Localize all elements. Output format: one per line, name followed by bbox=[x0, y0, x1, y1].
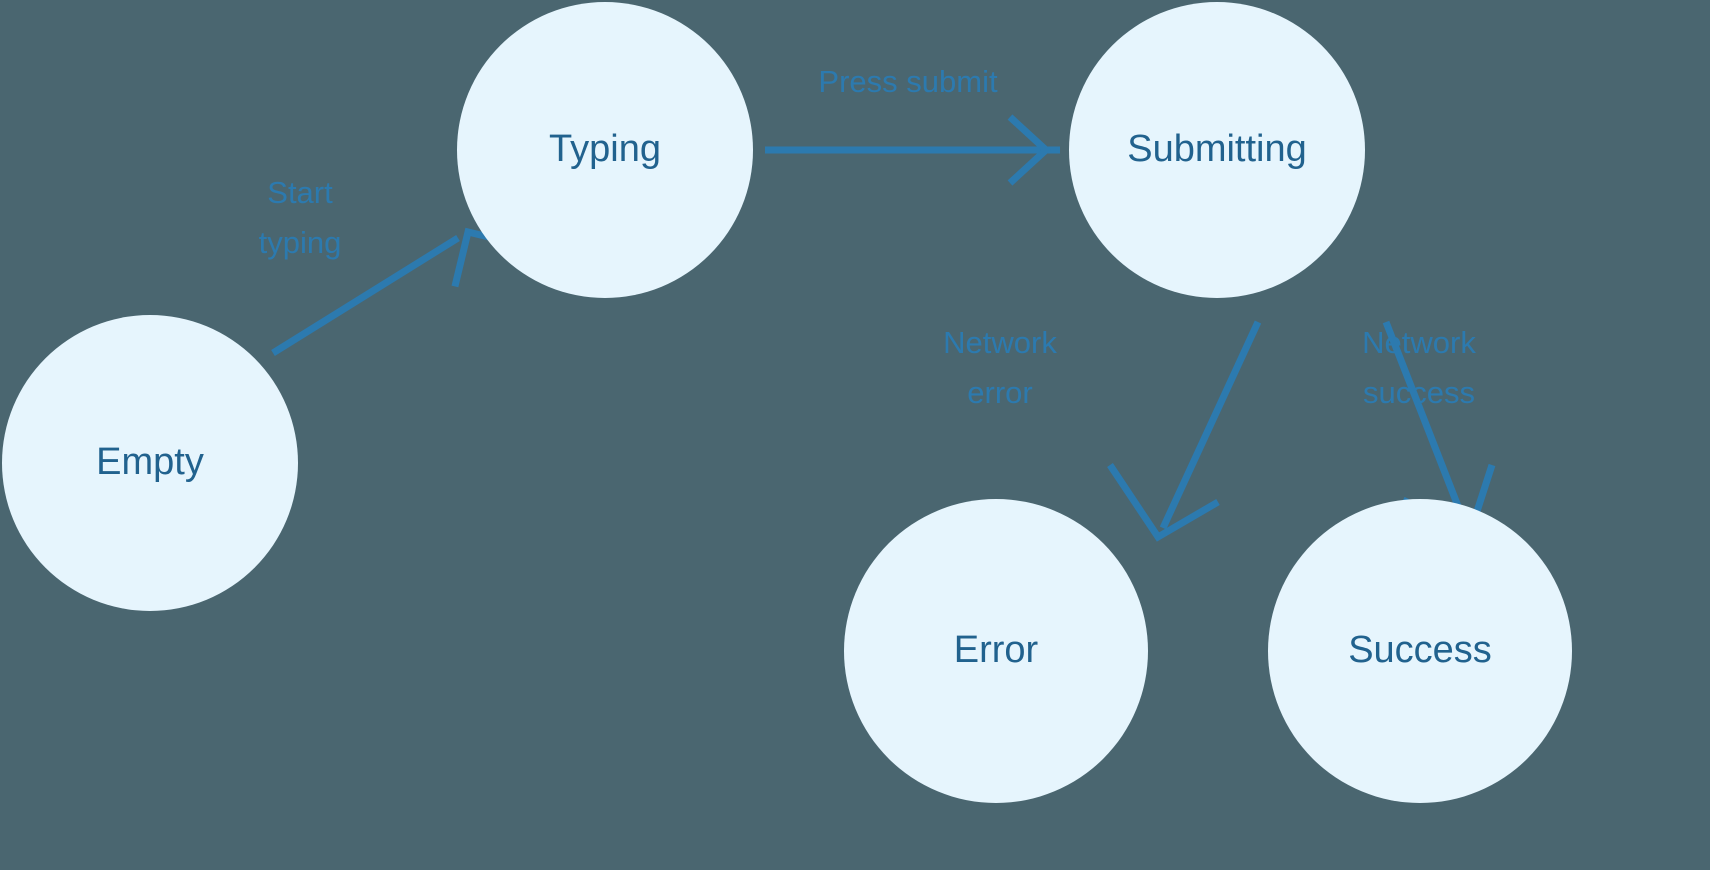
edge-line-network-success bbox=[1382, 320, 1469, 526]
arrowhead-network-error bbox=[1107, 463, 1220, 542]
state-node-empty[interactable]: Empty bbox=[2, 315, 298, 611]
state-label-typing: Typing bbox=[549, 128, 661, 170]
edge-line-start-typing bbox=[271, 235, 460, 356]
state-node-success[interactable]: Success bbox=[1268, 499, 1572, 803]
edge-label-press-submit: Press submit bbox=[818, 64, 998, 99]
arrowhead-press-submit bbox=[1007, 114, 1052, 186]
edge-label-line: Network bbox=[1362, 325, 1476, 360]
state-circle-error[interactable] bbox=[844, 499, 1148, 803]
state-circle-success[interactable] bbox=[1268, 499, 1572, 803]
state-node-typing[interactable]: Typing bbox=[457, 2, 753, 298]
edge-typing-to-submitting bbox=[765, 114, 1060, 186]
edge-label-network-error: Network error bbox=[943, 325, 1057, 410]
state-node-submitting[interactable]: Submitting bbox=[1069, 2, 1365, 298]
edge-label-line: success bbox=[1363, 375, 1475, 410]
edge-submitting-to-error bbox=[1107, 320, 1262, 542]
state-label-success: Success bbox=[1348, 629, 1492, 671]
edge-label-network-success: Network success bbox=[1362, 325, 1476, 410]
edge-label-line: Start bbox=[267, 175, 333, 210]
edge-label-line: error bbox=[967, 375, 1032, 410]
state-label-empty: Empty bbox=[96, 441, 204, 483]
edge-label-line: Press submit bbox=[818, 64, 998, 99]
edge-line-network-error bbox=[1159, 320, 1262, 530]
state-label-error: Error bbox=[954, 629, 1039, 671]
edge-label-line: Network bbox=[943, 325, 1057, 360]
state-label-submitting: Submitting bbox=[1127, 128, 1307, 170]
edge-label-start-typing: Start typing bbox=[259, 175, 342, 260]
state-node-error[interactable]: Error bbox=[844, 499, 1148, 803]
state-circle-typing[interactable] bbox=[457, 2, 753, 298]
state-circle-submitting[interactable] bbox=[1069, 2, 1365, 298]
edge-label-line: typing bbox=[259, 225, 342, 260]
state-circle-empty[interactable] bbox=[2, 315, 298, 611]
